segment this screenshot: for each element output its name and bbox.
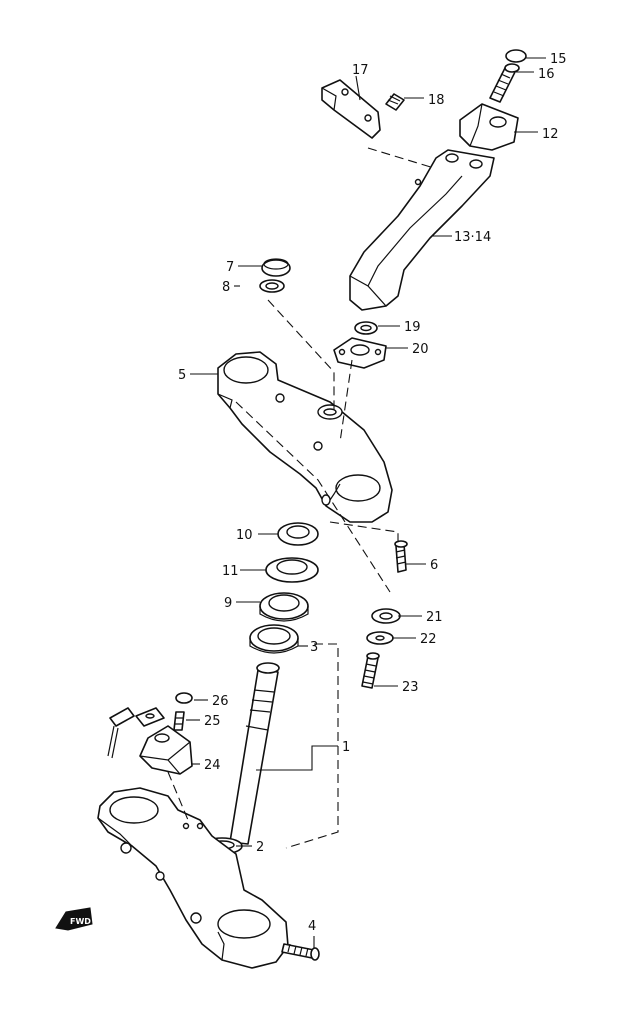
callout-5: 5 bbox=[178, 368, 186, 383]
callout-17: 17 bbox=[352, 63, 369, 78]
callout-15: 15 bbox=[550, 52, 567, 67]
callout-8: 8 bbox=[222, 280, 230, 295]
part-20-plate bbox=[333, 337, 387, 369]
part-4-bolt bbox=[281, 943, 320, 961]
assembly-lines bbox=[167, 147, 435, 849]
callout-24: 24 bbox=[204, 758, 221, 773]
callout-11: 11 bbox=[222, 564, 239, 579]
part-11-dust-seal bbox=[265, 557, 319, 583]
part-23-bolt bbox=[361, 652, 380, 689]
fwd-arrow-icon: FWD bbox=[55, 907, 93, 931]
part-8-washer bbox=[259, 279, 285, 293]
part-9-bearing bbox=[259, 592, 309, 622]
part-22-washer bbox=[366, 631, 394, 645]
part-19-washer bbox=[354, 321, 378, 335]
callout-12: 12 bbox=[542, 127, 559, 142]
part-13-14-handlebar bbox=[349, 149, 495, 311]
part-21-washer bbox=[371, 608, 401, 624]
callout-18: 18 bbox=[428, 93, 445, 108]
part-17-clamp-plate bbox=[321, 79, 381, 139]
part-26-cap bbox=[175, 692, 193, 704]
callout-1: 1 bbox=[342, 740, 350, 755]
lower-bracket bbox=[97, 787, 289, 969]
callout-4: 4 bbox=[308, 919, 316, 934]
part-24-steering-lock bbox=[139, 725, 193, 775]
part-16-bolt bbox=[489, 63, 520, 103]
callout-19: 19 bbox=[404, 320, 421, 335]
part-3-bearing-race bbox=[249, 624, 299, 654]
part-5-upper-bracket bbox=[217, 351, 393, 523]
callout-6: 6 bbox=[430, 558, 438, 573]
callout-2: 2 bbox=[256, 840, 264, 855]
callout-13-14: 13·14 bbox=[454, 230, 491, 245]
callout-26: 26 bbox=[212, 694, 229, 709]
part-25-screw bbox=[173, 711, 185, 731]
callout-22: 22 bbox=[420, 632, 437, 647]
part-10-seal bbox=[277, 522, 319, 546]
keys-icon bbox=[107, 707, 165, 759]
callout-20: 20 bbox=[412, 342, 429, 357]
callout-7: 7 bbox=[226, 260, 234, 275]
fwd-label: FWD bbox=[70, 917, 91, 926]
part-7-cap bbox=[261, 258, 291, 277]
callout-numbers: 17 18 15 16 12 13·14 7 8 19 20 5 6 10 11… bbox=[178, 52, 567, 934]
callout-10: 10 bbox=[236, 528, 253, 543]
callout-23: 23 bbox=[402, 680, 419, 695]
callout-25: 25 bbox=[204, 714, 221, 729]
part-6-bolt bbox=[394, 540, 408, 573]
callout-9: 9 bbox=[224, 596, 232, 611]
callout-21: 21 bbox=[426, 610, 443, 625]
callout-3: 3 bbox=[310, 640, 318, 655]
leader-lines bbox=[186, 57, 546, 948]
part-1-steering-stem bbox=[229, 662, 280, 845]
part-15-cap bbox=[505, 49, 527, 63]
part-18-bolt bbox=[385, 93, 405, 111]
callout-16: 16 bbox=[538, 67, 555, 82]
part-12-holder bbox=[459, 103, 519, 151]
